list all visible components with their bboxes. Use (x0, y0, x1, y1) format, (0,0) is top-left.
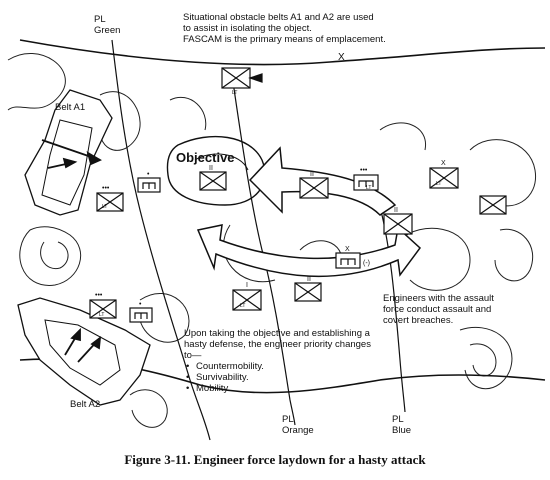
priority-list: Countermobility. Survivability. Mobility… (184, 361, 399, 394)
belt-a2-label: Belt A2 (70, 399, 101, 410)
echelon-brigade: X (441, 160, 446, 167)
unit-battalion-mid (299, 177, 329, 199)
unit-engineer-squad-lower (129, 307, 153, 323)
belt-a1-outline (24, 89, 113, 216)
terrain-contour (494, 228, 534, 282)
echelon-squad: • (147, 171, 150, 178)
lt-label: LT (436, 181, 441, 187)
figure-caption: Figure 3-11. Engineer force laydown for … (124, 452, 426, 467)
engineers-note-line-3: covert breaches. (383, 315, 454, 326)
phase-line-green (111, 39, 211, 441)
phase-line-orange-pl: PL (282, 414, 294, 425)
unit-engineer-minus (335, 252, 361, 269)
echelon-brigade: X (345, 246, 350, 253)
echelon-company: I (246, 282, 248, 289)
echelon-squad: • (139, 301, 142, 308)
belt-a1-inner (41, 119, 93, 206)
terrain-contour (129, 389, 168, 428)
phase-line-green-label: PL Green (94, 14, 120, 36)
terrain-contour (469, 343, 497, 377)
echelon-platoon: ••• (95, 292, 103, 299)
engineers-note-line-2: force conduct assault and (383, 304, 492, 315)
terrain-contour (98, 91, 141, 151)
echelon-battalion: II (307, 276, 311, 283)
unit-platoon-lower-left (89, 299, 117, 319)
belt-a2-inner (44, 319, 121, 386)
priority-item: Survivability. (184, 372, 399, 383)
priority-note-line-2: hasty defense, the engineer priority cha… (184, 339, 371, 350)
unit-top-center (221, 67, 263, 89)
phase-line-orange-label: PL Orange (282, 414, 314, 436)
echelon-platoon: ••• (102, 185, 110, 192)
priority-note-line-3: to— (184, 350, 202, 361)
top-boundary-x: X (338, 52, 345, 63)
engineers-note-line-1: Engineers with the assault (383, 293, 494, 304)
lt-label: LT (102, 204, 107, 210)
top-note-line-1: Situational obstacle belts A1 and A2 are… (183, 12, 374, 23)
echelon-platoon: ••• (360, 167, 368, 174)
phase-line-blue-name: Blue (392, 425, 412, 436)
echelon-battalion: II (394, 207, 398, 214)
objective-label: Objective (176, 150, 235, 165)
top-note: Situational obstacle belts A1 and A2 are… (183, 12, 443, 45)
unit-far-right (479, 195, 507, 215)
unit-platoon-left (96, 192, 124, 212)
unit-engineer-platoon-right (353, 174, 379, 191)
terrain-contour (379, 122, 426, 151)
boundary-line (19, 39, 546, 66)
belt-a1-label: Belt A1 (55, 102, 86, 113)
phase-line-green-pl: PL (94, 14, 106, 25)
objective-inner-arc (194, 153, 249, 171)
phase-line-orange-name: Orange (282, 425, 314, 436)
unit-brigade-right (429, 167, 459, 189)
unit-objective (199, 171, 227, 191)
lt-label: LT (366, 185, 371, 191)
engineers-note: Engineers with the assault force conduct… (383, 293, 543, 326)
priority-item: Countermobility. (184, 361, 399, 372)
belt-a2-outline (17, 297, 151, 406)
terrain-contour (399, 227, 471, 291)
lt-label: LT (240, 303, 245, 309)
unit-battalion-right (383, 213, 413, 235)
phase-line-blue-label: PL Blue (392, 414, 411, 436)
unit-engineer-squad-left (137, 177, 161, 193)
phase-line-blue-pl: PL (392, 414, 404, 425)
unit-company-lower (232, 289, 262, 311)
terrain-contour (7, 53, 66, 111)
terrain-contour (469, 139, 536, 207)
terrain-contour (223, 224, 276, 283)
priority-item: Mobility. (184, 383, 399, 394)
priority-note-line-1: Upon taking the objective and establishi… (184, 328, 370, 339)
lt-label: LT (232, 90, 237, 96)
phase-line-orange (231, 74, 296, 426)
terrain-contour (40, 241, 69, 270)
phase-line-green-name: Green (94, 25, 121, 36)
unit-battalion-lower (294, 282, 322, 302)
top-note-line-3: FASCAM is the primary means of emplaceme… (183, 34, 386, 45)
objective-outline (166, 135, 266, 206)
assault-arrow-lower (196, 224, 422, 278)
echelon-battalion: II (209, 165, 213, 172)
terrain-contour (19, 226, 82, 286)
terrain-contour (459, 326, 513, 390)
echelon-battalion: II (310, 171, 314, 178)
unit-minus-mark: (-) (363, 260, 370, 267)
top-note-line-2: to assist in isolating the object. (183, 23, 312, 34)
terrain-contour (169, 96, 207, 131)
priority-note: Upon taking the objective and establishi… (184, 328, 399, 394)
belt-a2-arrows (64, 327, 102, 363)
lt-label: LT (99, 312, 104, 318)
belt-a1-arrows (41, 139, 102, 169)
